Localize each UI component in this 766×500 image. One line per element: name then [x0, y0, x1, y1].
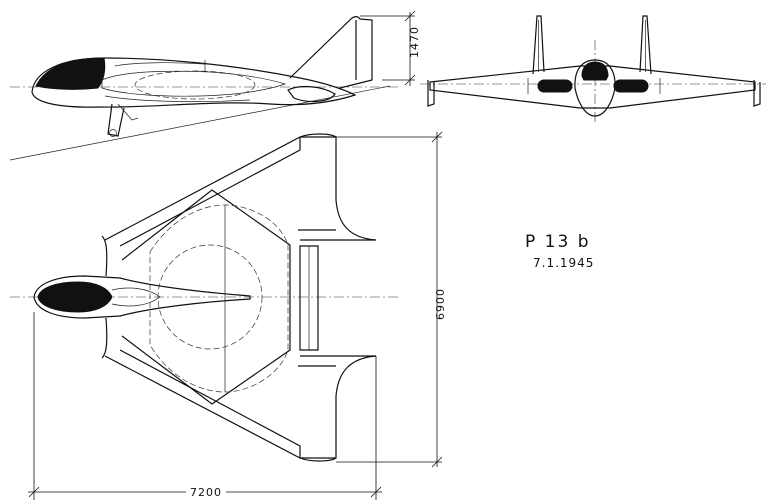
front-view [420, 15, 766, 125]
top-view: 6900 [10, 131, 447, 500]
drawing-date: 7.1.1945 [533, 256, 595, 270]
span-dimension: 7200 [186, 486, 226, 499]
side-view: 1470 [9, 10, 421, 161]
aircraft-designation: P 13 b [525, 232, 591, 252]
length-dimension: 6900 [434, 288, 447, 320]
height-dimension: 1470 [408, 26, 421, 58]
